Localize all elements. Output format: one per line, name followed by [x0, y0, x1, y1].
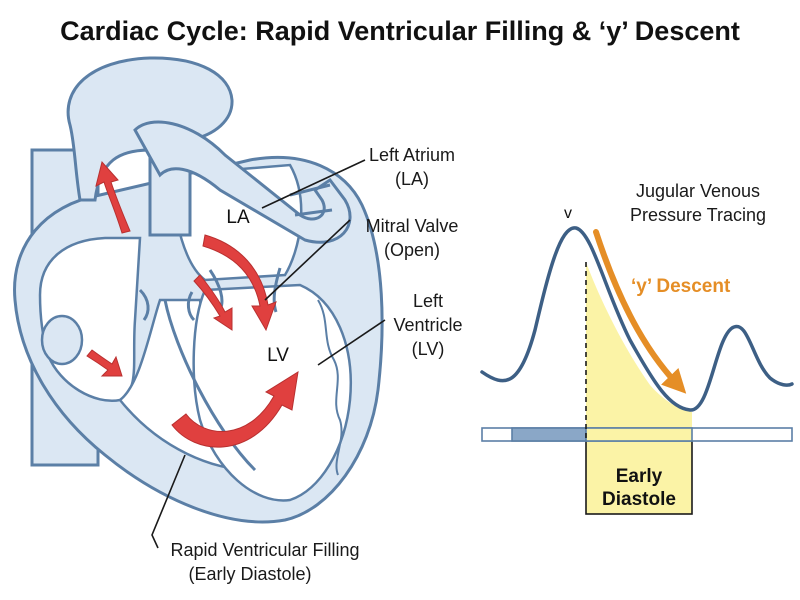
heart-illustration: LA LV: [13, 56, 384, 524]
jvp-tracing-panel: Jugular Venous Pressure Tracing Early Di…: [480, 181, 794, 515]
tricuspid-valve-leaflets: [138, 288, 196, 322]
leader-mitral-valve: [264, 219, 351, 301]
flow-arrow-aorta: [95, 160, 131, 234]
label-left-ventricle-line2: Ventricle: [393, 315, 462, 335]
label-mitral-valve-line1: Mitral Valve: [366, 216, 459, 236]
lv-short-label: LV: [267, 345, 289, 366]
flow-arrow-ra: [86, 349, 123, 377]
flow-arrow-la-to-lv-2: [193, 274, 233, 331]
timeline-bar-systole-segment: [511, 427, 587, 442]
leader-rapid-filling: [151, 454, 186, 549]
early-diastole-highlight: [586, 262, 692, 440]
la-short-label: LA: [226, 207, 250, 228]
pulmonary-trunk: [133, 120, 352, 244]
label-left-atrium-line1: Left Atrium: [369, 145, 455, 165]
label-rapid-filling-line1: Rapid Ventricular Filling: [170, 540, 359, 560]
page-title: Cardiac Cycle: Rapid Ventricular Filling…: [60, 16, 740, 46]
callouts: [151, 159, 386, 549]
leader-left-ventricle: [317, 319, 386, 366]
y-descent-arrow: [593, 229, 687, 394]
leader-left-atrium: [261, 159, 366, 209]
label-rapid-filling-line2: (Early Diastole): [188, 564, 311, 584]
septum: [163, 299, 257, 472]
v-wave-label: v: [564, 205, 572, 222]
ventricle-trabeculae: [317, 299, 343, 476]
y-descent-label: ‘y’ Descent: [631, 276, 731, 297]
tracing-title-line2: Pressure Tracing: [630, 205, 766, 225]
early-diastole-box: [585, 439, 693, 515]
label-left-ventricle-line3: (LV): [412, 339, 445, 359]
fossa-ovalis: [40, 314, 84, 366]
early-diastole-label-line2: Diastole: [602, 489, 676, 510]
tracing-title-line1: Jugular Venous: [636, 181, 760, 201]
flow-arrow-la-to-lv: [202, 234, 277, 332]
timeline-bar-diastole-segment: [585, 427, 693, 442]
jvp-waveform: [480, 226, 794, 412]
early-diastole-label-line1: Early: [616, 466, 663, 487]
flow-arrow-lv-rapid-filling: [171, 370, 299, 448]
label-left-ventricle-line1: Left: [413, 291, 443, 311]
label-left-atrium-line2: (LA): [395, 169, 429, 189]
pulmonary-veins: [289, 183, 333, 217]
blood-flow-arrows: [86, 160, 299, 448]
label-mitral-valve-line2: (Open): [384, 240, 440, 260]
